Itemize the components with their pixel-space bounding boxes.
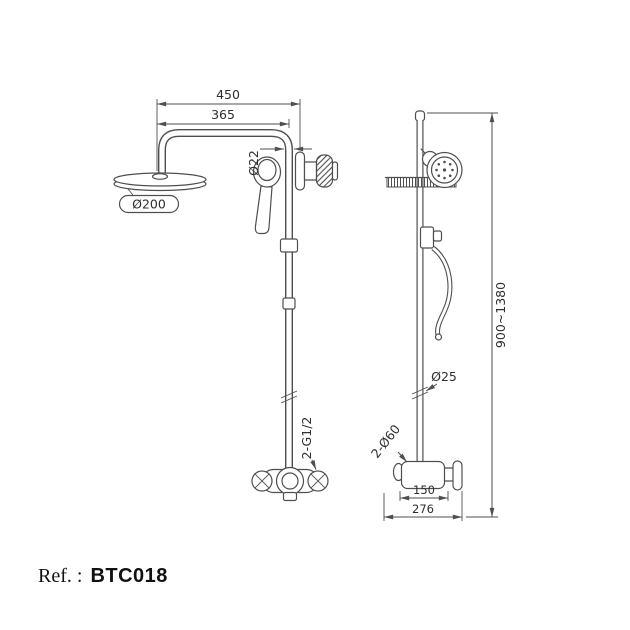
- arm-width-dim: 365: [157, 107, 290, 128]
- dim-head-diameter-label: Ø200: [132, 197, 166, 212]
- reference-line: Ref. : BTC018: [38, 563, 168, 588]
- mixer-body-front: [251, 466, 329, 502]
- inlet-spacing-dim: 150: [399, 483, 449, 501]
- dim-height-range-label: 900~1380: [493, 282, 508, 348]
- dim-total-width-label: 450: [216, 87, 240, 102]
- holder-bracket-side: [419, 226, 443, 249]
- column-diameter-callout: Ø25: [425, 369, 457, 392]
- shower-arm-and-riser-pipe: [158, 129, 293, 473]
- rain-shower-head: [113, 172, 207, 192]
- inlet-thread-callout: 2-G1/2: [299, 417, 317, 470]
- dim-column-diameter-label: Ø25: [431, 369, 457, 384]
- dim-arm-width-label: 365: [211, 107, 235, 122]
- slider-bracket-upper: [279, 238, 299, 253]
- reference-code: BTC018: [90, 565, 168, 587]
- dim-inlet-spacing-label: 150: [413, 483, 435, 497]
- slider-bracket-lower: [282, 297, 296, 310]
- pipe-diameter-dim: Ø22: [246, 146, 312, 176]
- total-width-dim: 450: [156, 87, 301, 171]
- head-diameter-callout: Ø200: [118, 188, 180, 214]
- hand-shower-front: [252, 156, 282, 235]
- front-view: Ø200 Ø22 450 365: [113, 87, 339, 502]
- break-marks-side: [411, 386, 429, 400]
- escutcheon-callout: 2-Ø60: [368, 422, 408, 463]
- reference-prefix: Ref. :: [38, 565, 83, 587]
- hand-shower-side: [420, 148, 463, 189]
- wall-supply-connector: [294, 151, 339, 191]
- shower-hose: [431, 246, 453, 341]
- mixer-body-side: [392, 460, 463, 491]
- riser-pipe-side: [414, 110, 426, 464]
- dim-escutcheon-label: 2-Ø60: [368, 422, 403, 461]
- overall-depth-dim: 276: [383, 491, 463, 521]
- dim-pipe-diameter-label: Ø22: [246, 150, 261, 176]
- break-marks-front: [280, 390, 298, 404]
- dim-inlet-thread-label: 2-G1/2: [299, 417, 314, 460]
- side-view: Ø25 2-Ø60 900~1380: [368, 110, 508, 521]
- height-range-dim: 900~1380: [427, 112, 508, 518]
- dim-overall-depth-label: 276: [412, 502, 434, 516]
